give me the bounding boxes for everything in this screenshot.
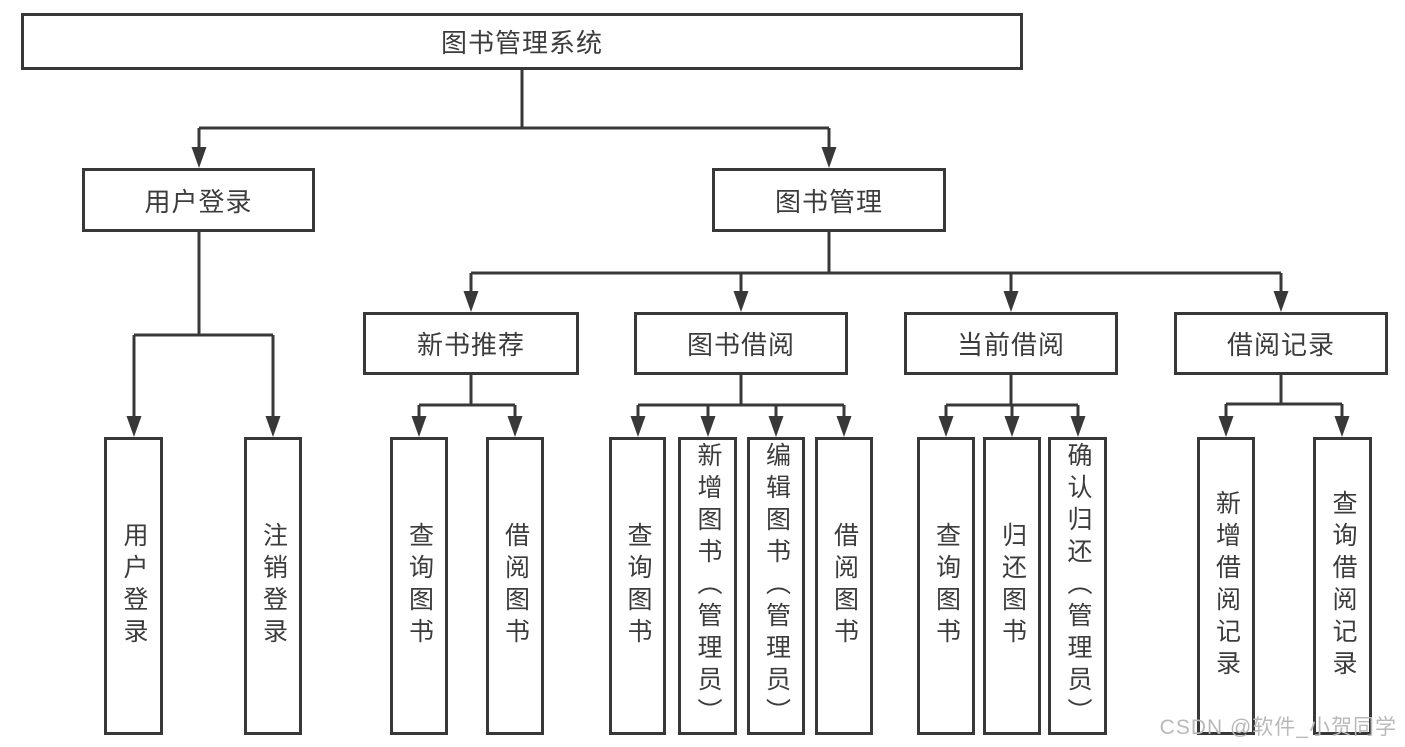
connector-path: [132, 70, 1344, 420]
arrowhead-icon: [411, 416, 427, 437]
node-borrow-records-label: 借阅记录: [1226, 330, 1335, 360]
leaf-logout: 注销登录: [244, 437, 302, 735]
node-library-system: 图书管理系统: [21, 13, 1023, 70]
node-book-borrow: 图书借阅: [634, 312, 848, 375]
arrowhead-icon: [507, 416, 523, 437]
arrowhead-icon: [733, 291, 749, 312]
arrowhead-icon: [1218, 416, 1234, 437]
arrowhead-icon: [265, 416, 281, 437]
arrowhead-icon: [463, 291, 479, 312]
leaf-confirm-return-admin-label: 确认归还（管理员）: [1064, 442, 1092, 730]
node-book-management-label: 图书管理: [774, 186, 883, 217]
leaf-recommend-query-books: 查询图书: [390, 437, 448, 735]
arrowhead-icon: [1070, 416, 1086, 437]
arrowhead-icon: [821, 147, 837, 168]
node-user-login-label: 用户登录: [144, 186, 253, 217]
leaf-edit-books-admin: 编辑图书（管理员）: [747, 437, 805, 735]
arrowhead-icon: [630, 416, 646, 437]
leaf-add-books-admin: 新增图书（管理员）: [678, 437, 737, 735]
arrowhead-icon: [126, 416, 142, 437]
leaf-return-books: 归还图书: [983, 437, 1041, 735]
leaf-borrow-query-books-label: 查询图书: [624, 522, 652, 650]
arrowhead-icon: [191, 147, 207, 168]
leaf-recommend-borrow-books: 借阅图书: [486, 437, 544, 735]
leaf-user-login-label: 用户登录: [120, 522, 148, 650]
arrowhead-icon: [1273, 291, 1289, 312]
leaf-user-login: 用户登录: [104, 437, 163, 735]
node-current-borrow: 当前借阅: [904, 312, 1118, 375]
arrowhead-icon: [1004, 416, 1020, 437]
leaf-add-borrow-record: 新增借阅记录: [1197, 437, 1255, 735]
node-new-book-recommend-label: 新书推荐: [416, 330, 525, 360]
leaf-query-borrow-record: 查询借阅记录: [1313, 437, 1372, 735]
leaf-current-query-books-label: 查询图书: [932, 522, 961, 650]
leaf-logout-label: 注销登录: [259, 522, 288, 650]
leaf-add-borrow-record-label: 新增借阅记录: [1212, 490, 1241, 682]
arrowhead-icon: [836, 416, 852, 437]
node-book-borrow-label: 图书借阅: [686, 330, 795, 360]
leaf-query-borrow-record-label: 查询借阅记录: [1329, 490, 1357, 682]
arrowhead-icon: [700, 416, 716, 437]
leaf-borrow-books: 借阅图书: [815, 437, 873, 735]
watermark: CSDN @软件_小贺同学: [1159, 716, 1397, 739]
leaf-borrow-query-books: 查询图书: [609, 437, 666, 735]
arrowhead-icon: [1003, 291, 1019, 312]
arrowhead-icon: [1334, 416, 1350, 437]
node-user-login: 用户登录: [82, 168, 315, 232]
arrowhead-icon: [938, 416, 954, 437]
leaf-confirm-return-admin: 确认归还（管理员）: [1048, 437, 1107, 735]
leaf-borrow-books-label: 借阅图书: [830, 522, 859, 650]
node-book-management: 图书管理: [712, 168, 946, 232]
leaf-recommend-query-books-label: 查询图书: [405, 522, 434, 650]
leaf-return-books-label: 归还图书: [998, 522, 1027, 650]
leaf-add-books-admin-label: 新增图书（管理员）: [694, 442, 722, 730]
leaf-edit-books-admin-label: 编辑图书（管理员）: [762, 442, 791, 730]
node-current-borrow-label: 当前借阅: [956, 330, 1065, 360]
node-library-system-label: 图书管理系统: [440, 28, 603, 58]
node-new-book-recommend: 新书推荐: [363, 312, 579, 375]
node-borrow-records: 借阅记录: [1174, 312, 1388, 375]
leaf-recommend-borrow-books-label: 借阅图书: [501, 522, 530, 650]
leaf-current-query-books: 查询图书: [917, 437, 975, 735]
arrowhead-icon: [768, 416, 784, 437]
